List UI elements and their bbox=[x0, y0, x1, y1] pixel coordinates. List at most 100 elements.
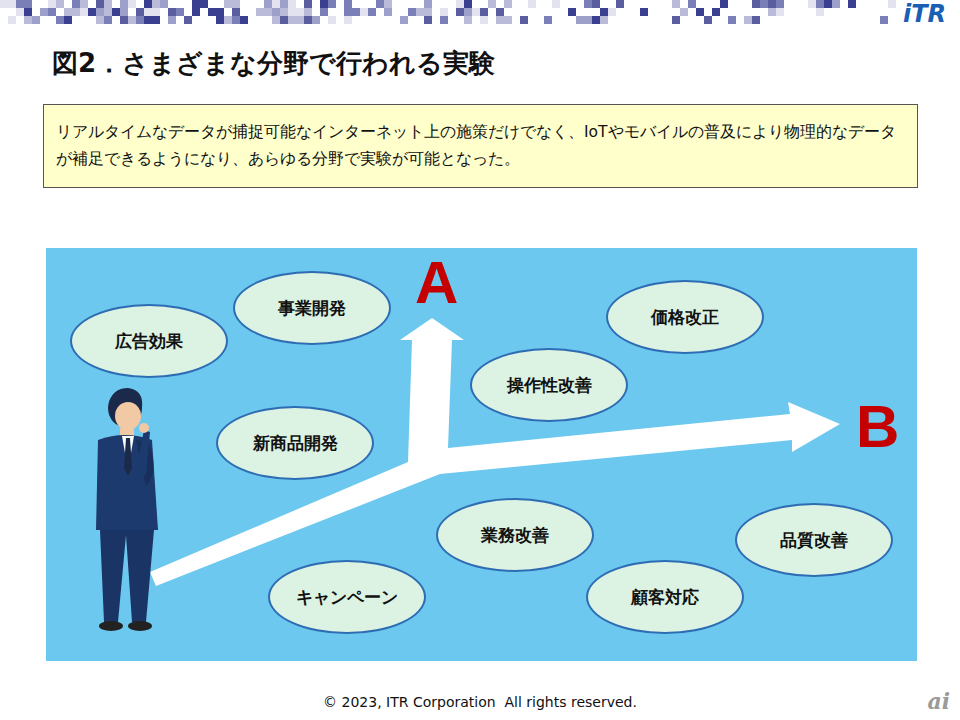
mosaic-tile bbox=[888, 0, 896, 8]
mosaic-tile bbox=[824, 0, 832, 8]
mosaic-tile bbox=[424, 8, 432, 16]
topic-label: 広告効果 bbox=[115, 330, 183, 353]
mosaic-tile bbox=[552, 0, 560, 8]
mosaic-tile bbox=[24, 16, 32, 24]
topic-label: 操作性改善 bbox=[507, 374, 592, 397]
mosaic-tile bbox=[496, 16, 504, 24]
company-logo: iTR bbox=[899, 0, 950, 28]
mosaic-tile bbox=[72, 8, 80, 16]
mosaic-tile bbox=[80, 0, 88, 8]
mosaic-tile bbox=[464, 8, 472, 16]
note-box: リアルタイムなデータが捕捉可能なインターネット上の施策だけでなく、IoTやモバイ… bbox=[43, 104, 918, 188]
mosaic-tile bbox=[8, 16, 16, 24]
person-illustration bbox=[96, 388, 158, 631]
mosaic-tile bbox=[576, 16, 584, 24]
mosaic-tile bbox=[488, 0, 496, 8]
mosaic-tile bbox=[744, 16, 752, 24]
mosaic-tile bbox=[456, 0, 464, 8]
mosaic-tile bbox=[32, 16, 40, 24]
mosaic-tile bbox=[376, 0, 384, 8]
topic-label: 事業開発 bbox=[278, 297, 346, 320]
mosaic-tile bbox=[320, 0, 328, 8]
mosaic-tile bbox=[328, 16, 336, 24]
mosaic-tile bbox=[480, 16, 488, 24]
mosaic-tile bbox=[328, 0, 336, 8]
mosaic-tile bbox=[360, 8, 368, 16]
topic-ellipse: 業務改善 bbox=[436, 498, 594, 572]
mosaic-tile bbox=[184, 16, 192, 24]
mosaic-tile bbox=[224, 0, 232, 8]
mosaic-tile bbox=[816, 8, 824, 16]
topic-ellipse: 顧客対応 bbox=[586, 560, 744, 634]
branch-letter: A bbox=[415, 248, 458, 317]
mosaic-tile bbox=[80, 8, 88, 16]
mosaic-tile bbox=[304, 8, 312, 16]
mosaic-tile bbox=[344, 8, 352, 16]
mosaic-tile bbox=[160, 0, 168, 8]
mosaic-tile bbox=[280, 8, 288, 16]
branch-letter: B bbox=[856, 392, 899, 461]
mosaic-tile bbox=[144, 16, 152, 24]
mosaic-tile bbox=[320, 8, 328, 16]
mosaic-tile bbox=[608, 8, 616, 16]
note-text: リアルタイムなデータが捕捉可能なインターネット上の施策だけでなく、IoTやモバイ… bbox=[56, 119, 905, 173]
mosaic-tile bbox=[24, 8, 32, 16]
topic-ellipse: 広告効果 bbox=[70, 304, 228, 378]
mosaic-tile bbox=[680, 8, 688, 16]
mosaic-tile bbox=[384, 8, 392, 16]
mosaic-tile bbox=[584, 0, 592, 8]
mosaic-tile bbox=[144, 0, 152, 8]
mosaic-tile bbox=[776, 8, 784, 16]
topic-label: 新商品開発 bbox=[253, 432, 338, 455]
mosaic-tile bbox=[0, 0, 8, 8]
mosaic-tile bbox=[136, 8, 144, 16]
mosaic-tile bbox=[96, 8, 104, 16]
mosaic-tile bbox=[272, 8, 280, 16]
topic-label: 価格改正 bbox=[651, 306, 719, 329]
mosaic-tile bbox=[40, 8, 48, 16]
mosaic-tile bbox=[520, 16, 528, 24]
mosaic-tile bbox=[464, 0, 472, 8]
mosaic-tile bbox=[688, 0, 696, 8]
mosaic-tile bbox=[8, 0, 16, 8]
mosaic-tile bbox=[56, 0, 64, 8]
mosaic-tile bbox=[272, 0, 280, 8]
mosaic-tile bbox=[264, 8, 272, 16]
mosaic-tile bbox=[296, 16, 304, 24]
mosaic-tile bbox=[280, 16, 288, 24]
topic-ellipse: 品質改善 bbox=[735, 503, 893, 577]
mosaic-tile bbox=[128, 16, 136, 24]
mosaic-tile bbox=[152, 0, 160, 8]
mosaic-tile bbox=[152, 16, 160, 24]
mosaic-tile bbox=[408, 8, 416, 16]
header-mosaic bbox=[0, 0, 896, 24]
mosaic-tile bbox=[504, 16, 512, 24]
mosaic-tile bbox=[56, 16, 64, 24]
mosaic-tile bbox=[400, 16, 408, 24]
mosaic-tile bbox=[232, 0, 240, 8]
mosaic-tile bbox=[712, 8, 720, 16]
mosaic-tile bbox=[344, 16, 352, 24]
blue-panel bbox=[46, 248, 917, 661]
mosaic-tile bbox=[752, 16, 760, 24]
mosaic-tile bbox=[48, 0, 56, 8]
mosaic-tile bbox=[720, 0, 728, 8]
mosaic-tile bbox=[48, 8, 56, 16]
mosaic-tile bbox=[352, 8, 360, 16]
mosaic-tile bbox=[600, 16, 608, 24]
mosaic-tile bbox=[440, 8, 448, 16]
mosaic-tile bbox=[208, 8, 216, 16]
mosaic-tile bbox=[128, 0, 136, 8]
mosaic-tile bbox=[816, 0, 824, 8]
mosaic-tile bbox=[216, 8, 224, 16]
mosaic-tile bbox=[288, 8, 296, 16]
topic-label: キャンペーン bbox=[296, 586, 398, 609]
mosaic-tile bbox=[440, 16, 448, 24]
mosaic-tile bbox=[480, 8, 488, 16]
mosaic-tile bbox=[848, 0, 856, 8]
mosaic-tile bbox=[112, 8, 120, 16]
mosaic-tile bbox=[104, 16, 112, 24]
mosaic-tile bbox=[304, 0, 312, 8]
mosaic-tile bbox=[192, 0, 200, 8]
mosaic-tile bbox=[288, 16, 296, 24]
